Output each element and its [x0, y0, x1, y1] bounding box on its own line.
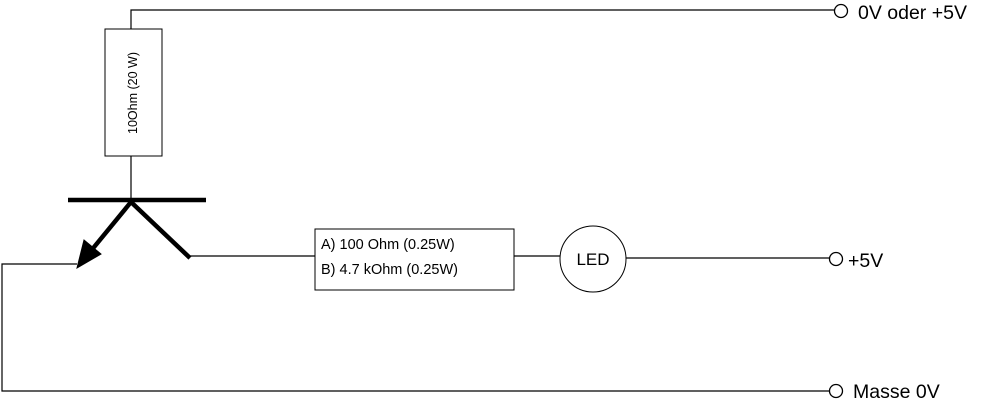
resistor-10ohm: [104, 28, 163, 157]
terminal-mid-label: +5V: [848, 250, 883, 272]
resistor-series-label-a: A) 100 Ohm (0.25W): [321, 237, 455, 253]
resistor-series-label-b: B) 4.7 kOhm (0.25W): [321, 262, 458, 278]
terminal-top-label: 0V oder +5V: [858, 2, 967, 24]
transistor-emitter-arrow-icon: [76, 239, 102, 270]
terminal-top-icon: [833, 3, 849, 19]
led-label: LED: [576, 250, 609, 269]
transistor-emitter-leg: [88, 200, 133, 254]
terminal-bottom-label: Masse 0V: [853, 381, 940, 401]
wire-top-rail: [130, 9, 834, 29]
wire-emitter-to-ground: [1, 263, 830, 392]
resistor-series: [314, 228, 515, 291]
resistor-10ohm-label: 10Ohm (20 W): [126, 52, 140, 134]
terminal-mid-icon: [828, 251, 844, 267]
transistor-collector-leg: [129, 200, 192, 260]
led-circle: [559, 225, 627, 293]
terminal-bottom-icon: [828, 383, 844, 399]
